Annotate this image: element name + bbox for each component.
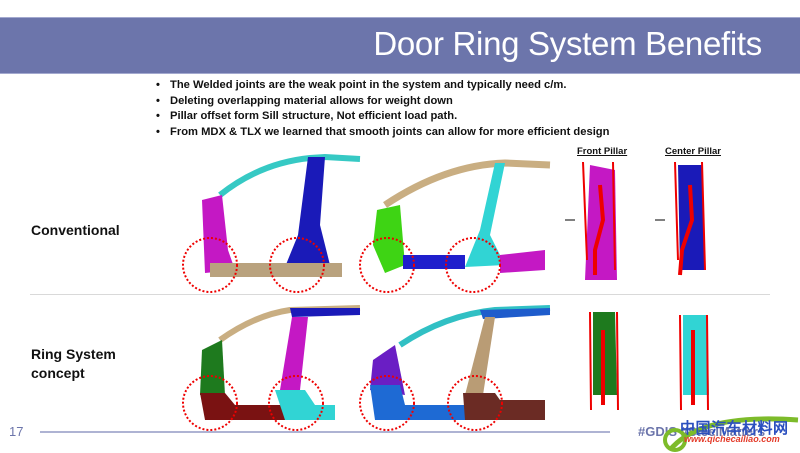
center-pillar-label: Center Pillar xyxy=(665,146,721,157)
section-outline xyxy=(679,314,709,411)
rear-sill-part xyxy=(500,250,545,273)
bullet-item: The Welded joints are the weak point in … xyxy=(156,78,609,94)
weld-joint-circle xyxy=(182,237,238,293)
row-label-conventional: Conventional xyxy=(31,222,120,238)
load-path-arrow-icon xyxy=(678,184,695,276)
joint-circle xyxy=(447,375,503,431)
roof-front-part xyxy=(290,308,360,317)
row-label-line: Ring System xyxy=(31,346,116,362)
roof-rear-part xyxy=(480,308,550,319)
center-pillar-section-conventional xyxy=(655,161,706,276)
load-path-arrow-icon xyxy=(593,184,606,275)
section-outline xyxy=(582,161,616,271)
front-pillar-part xyxy=(202,195,235,273)
weld-joint-circle xyxy=(445,237,501,293)
bullet-list: The Welded joints are the weak point in … xyxy=(156,78,609,140)
weld-joint-circle xyxy=(359,237,415,293)
watermark-cn-text: 中国汽车材料网 xyxy=(680,420,789,437)
joint-circle xyxy=(182,375,238,431)
center-pillar-part xyxy=(280,317,308,390)
section-outline xyxy=(674,161,706,271)
front-pillar-label: Front Pillar xyxy=(577,146,628,157)
ring-body-side-1 xyxy=(182,305,361,431)
row-label-line: concept xyxy=(31,365,85,381)
joint-circle xyxy=(359,375,415,431)
sill-front-part xyxy=(200,393,285,420)
sill-center-part xyxy=(275,390,335,420)
front-pillar-section-ring xyxy=(589,311,619,411)
section-fill xyxy=(683,315,709,395)
front-pillar-part xyxy=(370,345,405,395)
front-pillar-part xyxy=(200,340,225,395)
page-number: 17 xyxy=(9,424,24,439)
title-banner: Door Ring System Benefits xyxy=(0,17,800,74)
center-pillar-part xyxy=(465,317,495,395)
joint-circle xyxy=(268,375,324,431)
sill-rear-part xyxy=(463,393,545,420)
conventional-body-side-2 xyxy=(359,159,551,293)
sill-part xyxy=(210,263,342,277)
footer-divider xyxy=(40,431,610,433)
row-divider xyxy=(30,294,770,295)
footer-hashtag: #GDIS #SteelMatters xyxy=(638,424,766,439)
roof-rail xyxy=(218,153,361,198)
roof-rail xyxy=(383,159,551,208)
front-pillar-section-conventional xyxy=(565,161,617,280)
roof-rail xyxy=(218,305,361,343)
conventional-body-side-1 xyxy=(182,153,361,293)
center-pillar-part xyxy=(465,163,505,267)
weld-joint-circle xyxy=(269,237,325,293)
center-pillar-part xyxy=(285,157,330,267)
bullet-item: Deleting overlapping material allows for… xyxy=(156,94,609,110)
row-label-ring-system: Ring System concept xyxy=(31,345,116,383)
center-pillar-section-ring xyxy=(679,314,709,411)
slide-title: Door Ring System Benefits xyxy=(373,25,762,62)
bullet-item: Pillar offset form Sill structure, Not e… xyxy=(156,109,609,125)
section-outline xyxy=(589,311,619,411)
bullet-item: From MDX & TLX we learned that smooth jo… xyxy=(156,125,609,141)
watermark-url: www.qichecailiao.com xyxy=(684,434,780,444)
sill-part xyxy=(403,255,465,269)
sill-front-part xyxy=(370,385,465,420)
ring-body-side-2 xyxy=(359,305,551,431)
